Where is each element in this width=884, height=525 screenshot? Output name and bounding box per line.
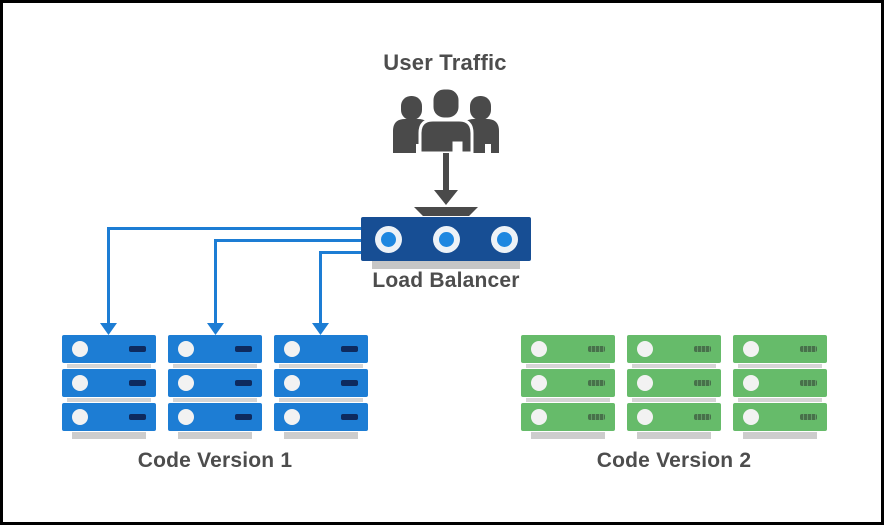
port-circle-icon <box>432 225 460 253</box>
drive-slot-icon <box>694 414 711 420</box>
power-led-icon <box>178 341 194 357</box>
power-led-icon <box>284 341 300 357</box>
lb-to-stack1-drop-line <box>107 227 110 324</box>
port-circle-icon <box>490 225 518 253</box>
drive-slot-icon <box>235 346 252 352</box>
lb-to-stack1-line <box>107 227 367 230</box>
arrowhead-stack2-icon <box>207 323 224 335</box>
port-dot-icon <box>496 231 512 247</box>
port-dot-icon <box>380 231 396 247</box>
server-stack <box>274 335 368 439</box>
server-stack <box>62 335 156 439</box>
power-led-icon <box>284 375 300 391</box>
drive-slot-icon <box>800 380 817 386</box>
server-stack <box>521 335 615 439</box>
port-circle-icon <box>374 225 402 253</box>
server-unit <box>62 403 156 439</box>
power-led-icon <box>178 409 194 425</box>
lb-to-stack3-drop-line <box>319 251 322 324</box>
server-unit <box>168 369 262 402</box>
server-unit <box>733 369 827 402</box>
arrowhead-stack1-icon <box>100 323 117 335</box>
power-led-icon <box>178 375 194 391</box>
server-unit <box>521 403 615 439</box>
server-unit <box>627 403 721 439</box>
drive-slot-icon <box>800 414 817 420</box>
drive-slot-icon <box>235 380 252 386</box>
power-led-icon <box>531 409 547 425</box>
server-unit <box>168 403 262 439</box>
power-led-icon <box>743 341 759 357</box>
power-led-icon <box>72 341 88 357</box>
server-unit <box>733 335 827 368</box>
server-group-code-version-1 <box>62 335 368 439</box>
power-led-icon <box>531 375 547 391</box>
arrowhead-stack3-icon <box>312 323 329 335</box>
power-led-icon <box>743 375 759 391</box>
lb-to-stack2-drop-line <box>214 239 217 324</box>
server-unit <box>521 335 615 368</box>
server-unit <box>521 369 615 402</box>
server-unit <box>274 369 368 402</box>
drive-slot-icon <box>800 346 817 352</box>
server-unit <box>274 335 368 368</box>
server-unit <box>627 335 721 368</box>
load-balancer-shadow <box>372 260 520 269</box>
drive-slot-icon <box>341 380 358 386</box>
drive-slot-icon <box>129 346 146 352</box>
server-unit <box>62 335 156 368</box>
lb-intake-funnel-icon <box>414 207 478 216</box>
traffic-down-arrow-icon <box>434 153 458 205</box>
drive-slot-icon <box>588 380 605 386</box>
drive-slot-icon <box>341 414 358 420</box>
port-dot-icon <box>438 231 454 247</box>
server-group-code-version-2 <box>521 335 827 439</box>
power-led-icon <box>72 375 88 391</box>
user-traffic-label: User Traffic <box>383 50 507 75</box>
server-unit <box>274 403 368 439</box>
power-led-icon <box>72 409 88 425</box>
drive-slot-icon <box>129 414 146 420</box>
power-led-icon <box>743 409 759 425</box>
drive-slot-icon <box>588 346 605 352</box>
drive-slot-icon <box>588 414 605 420</box>
user-group-icon <box>393 87 499 153</box>
drive-slot-icon <box>694 380 711 386</box>
drive-slot-icon <box>129 380 146 386</box>
code-version-2-label: Code Version 2 <box>596 449 752 472</box>
drive-slot-icon <box>235 414 252 420</box>
power-led-icon <box>531 341 547 357</box>
drive-slot-icon <box>341 346 358 352</box>
power-led-icon <box>637 375 653 391</box>
server-unit <box>62 369 156 402</box>
code-version-1-label: Code Version 1 <box>137 449 293 472</box>
power-led-icon <box>637 341 653 357</box>
server-stack <box>627 335 721 439</box>
load-balancer-label: Load Balancer <box>372 269 520 292</box>
power-led-icon <box>637 409 653 425</box>
load-balancer-box <box>361 217 531 261</box>
server-stack <box>168 335 262 439</box>
power-led-icon <box>284 409 300 425</box>
server-unit <box>733 403 827 439</box>
lb-to-stack3-line <box>319 251 367 254</box>
server-unit <box>627 369 721 402</box>
drive-slot-icon <box>694 346 711 352</box>
server-stack <box>733 335 827 439</box>
lb-to-stack2-line <box>214 239 367 242</box>
server-unit <box>168 335 262 368</box>
